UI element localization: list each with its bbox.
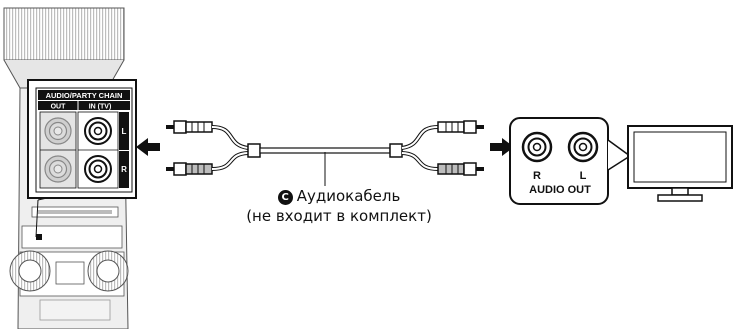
arrow-left-icon	[136, 138, 160, 156]
right-plug-bottom-icon	[437, 162, 484, 176]
audio-cable	[166, 120, 484, 186]
speaker-input-panel: AUDIO/PARTY CHAIN OUT IN (TV)	[27, 79, 137, 199]
tv-icon	[627, 125, 733, 202]
in-jack-r-icon	[84, 155, 112, 183]
in-jack-l-icon	[84, 117, 112, 145]
tv-output-panel: R L AUDIO OUT	[509, 117, 609, 205]
cable-name: Аудиокабель	[296, 187, 401, 205]
tv-jack-r-icon	[521, 131, 553, 163]
left-plug-top-icon	[166, 120, 213, 134]
right-plug-top-icon	[437, 120, 484, 134]
cable-note: (не входит в комплект)	[246, 207, 432, 225]
tv-r-label: R	[533, 170, 541, 182]
cable-marker-icon: C	[277, 190, 293, 205]
tv-jack-l-icon	[567, 131, 599, 163]
left-plug-bottom-icon	[166, 162, 213, 176]
arrow-right-icon	[490, 138, 514, 156]
channel-r-label: R	[121, 165, 127, 174]
audio-out-label: AUDIO OUT	[529, 184, 591, 196]
out-label: OUT	[51, 104, 67, 111]
in-tv-label: IN (TV)	[89, 104, 112, 111]
tv-l-label: L	[580, 170, 587, 182]
out-jack-r-icon	[44, 155, 72, 183]
channel-l-label: L	[122, 127, 127, 136]
out-jack-l-icon	[44, 117, 72, 145]
panel-header: AUDIO/PARTY CHAIN	[46, 91, 123, 100]
